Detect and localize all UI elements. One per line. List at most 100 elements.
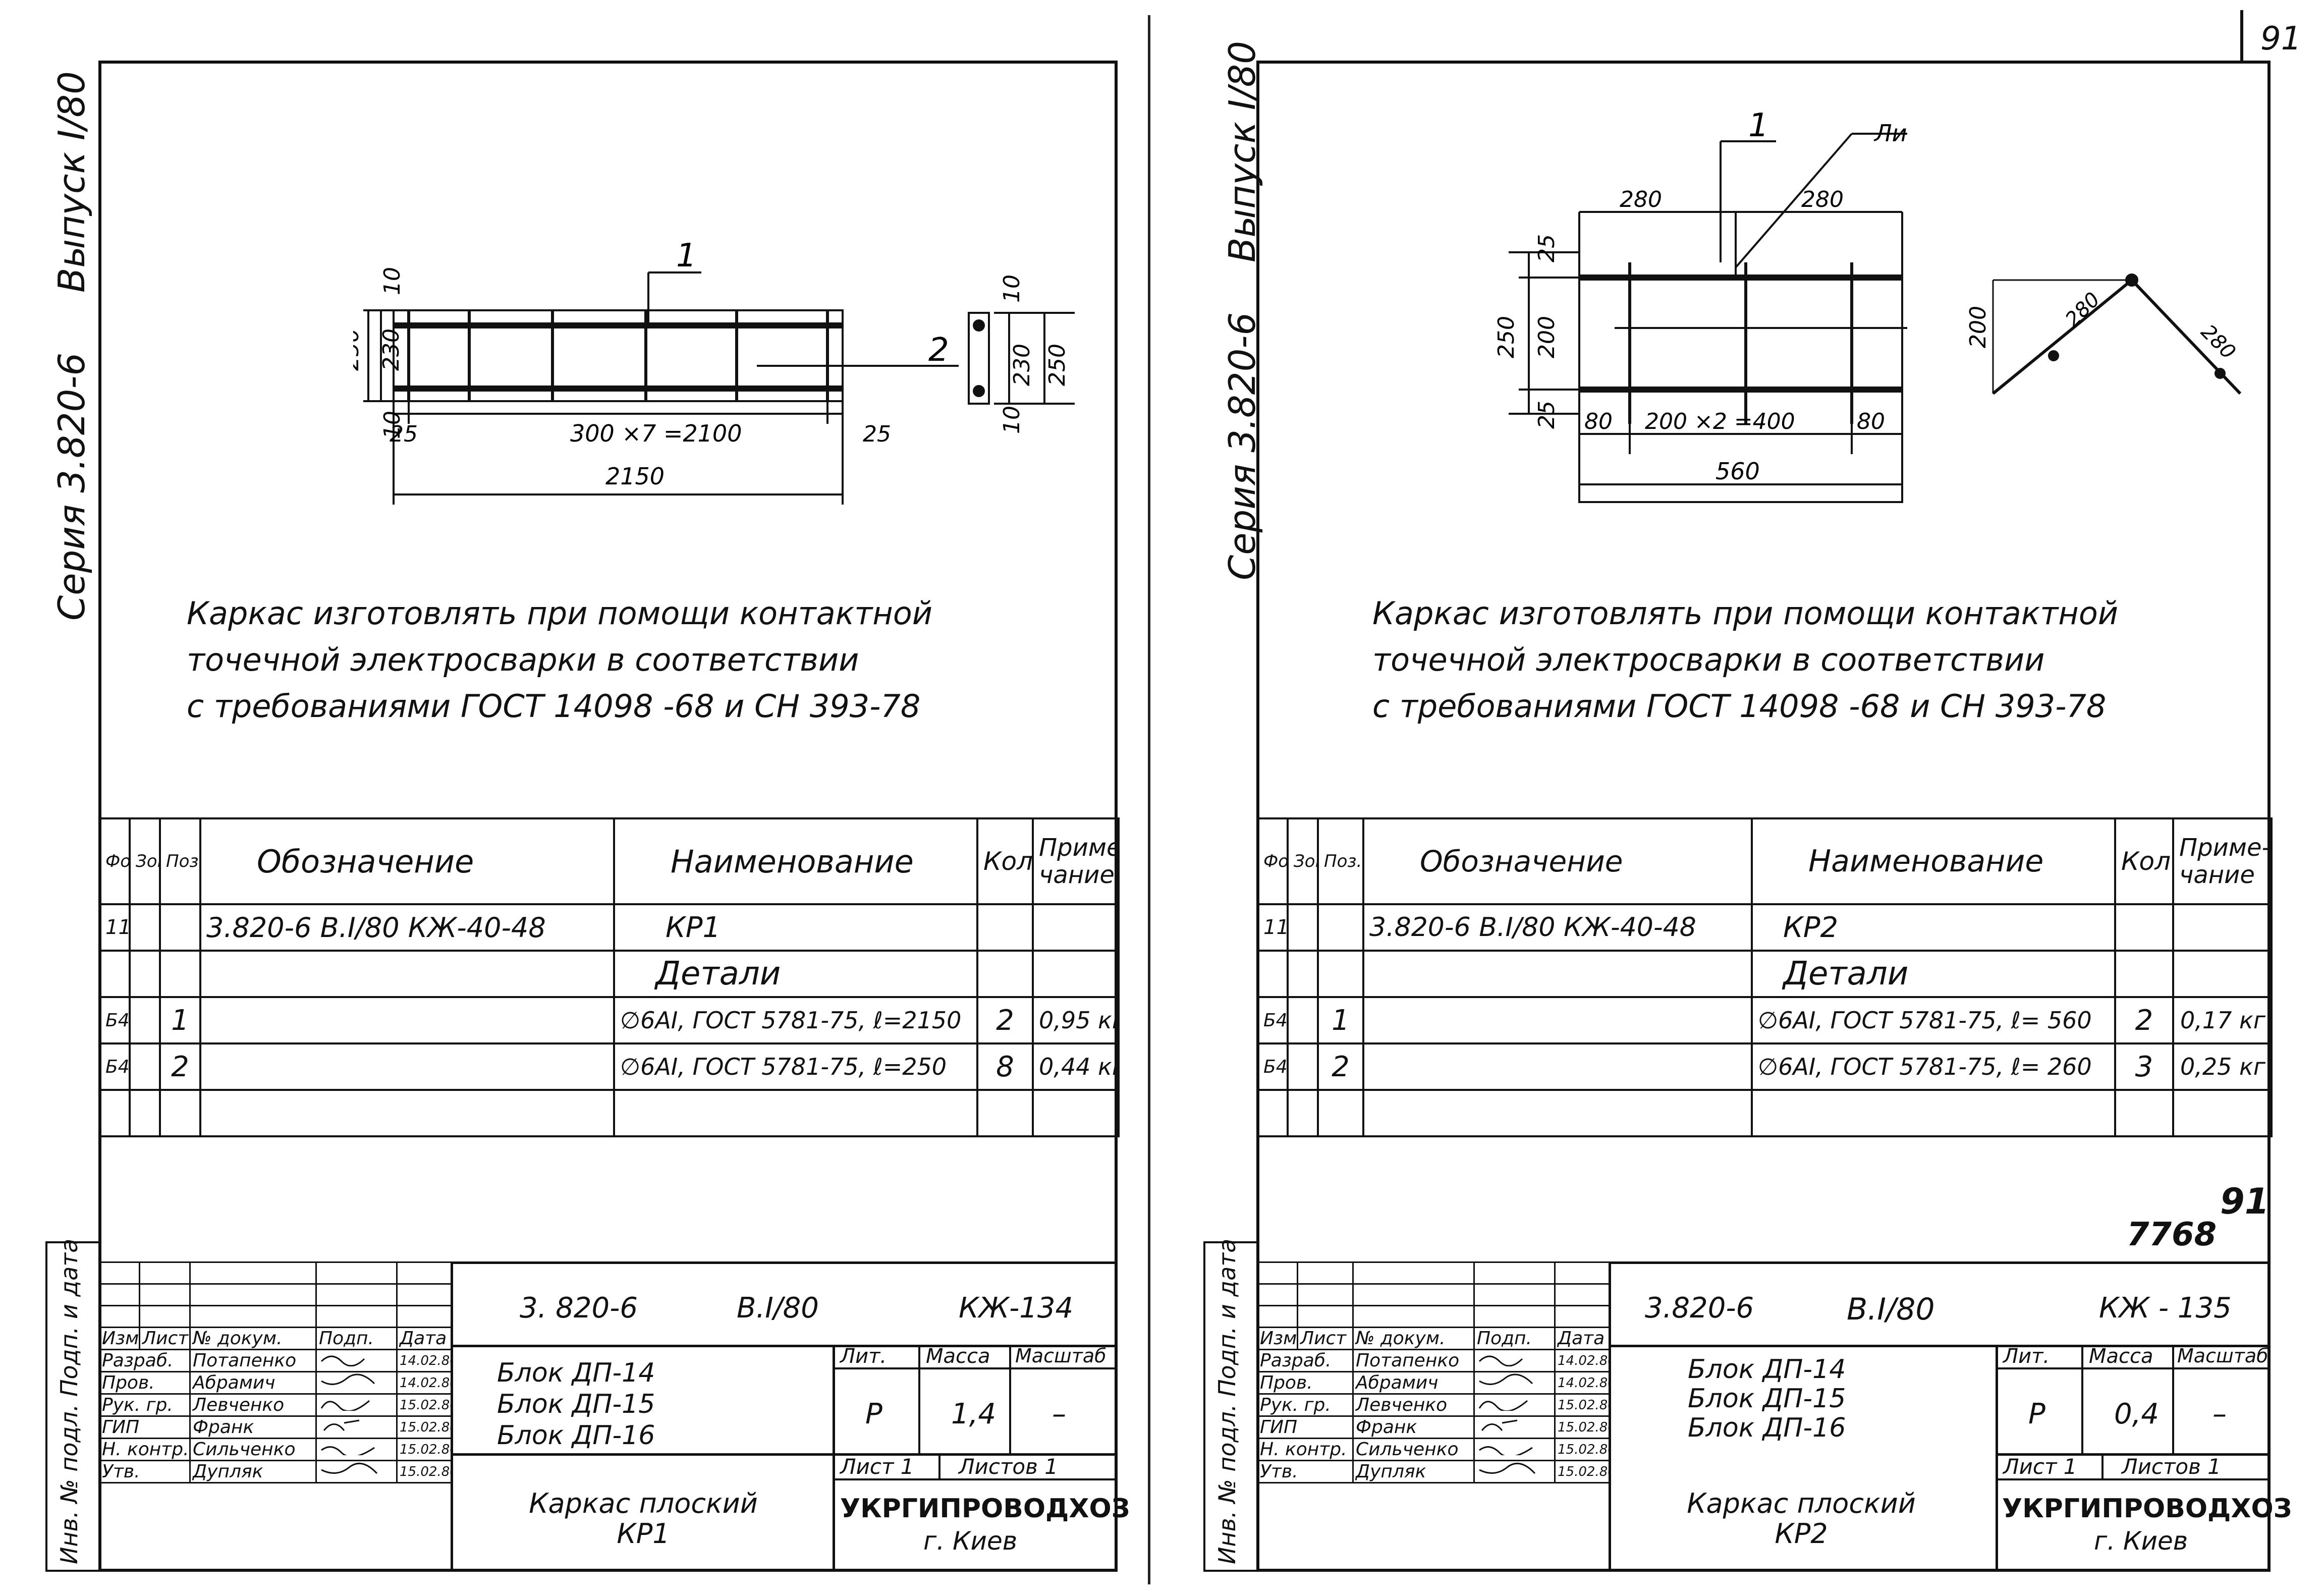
left-spec-row-2: Детали <box>98 950 1120 998</box>
right-r3-c2 <box>1287 996 1319 1044</box>
right-hdr-designation: Обозначение <box>1362 817 1753 905</box>
left-r5-c5 <box>613 1089 978 1137</box>
right-spec-header-row: Формат Зона Поз. Обозначение Наименовани… <box>1256 817 2273 905</box>
right-bent-section-drawing: 200 280 280 <box>1968 273 2242 395</box>
left-r5-c7 <box>1032 1089 1120 1137</box>
right-r2-c1 <box>1256 950 1289 998</box>
right-hdr-zone: Зона <box>1287 817 1319 905</box>
right-r3-c3: 1 <box>1317 996 1364 1044</box>
left-pos-label-2: 2 <box>928 332 949 369</box>
left-p4-role: ГИП <box>98 1415 191 1439</box>
left-r1-c6 <box>976 903 1034 952</box>
right-bent-280-a: 280 <box>2061 288 2105 332</box>
right-stamp-title-box <box>1609 1261 2271 1572</box>
left-dim-250: 250 <box>353 328 364 371</box>
left-stamp-person-4: ГИП Франк 15.02.80 <box>98 1415 453 1439</box>
left-r3-c6: 2 <box>976 996 1034 1044</box>
right-r2-c2 <box>1287 950 1319 998</box>
left-r1-c5: КР1 <box>613 903 978 952</box>
left-spec-row-3: Б4 1 ∅6АI, ГОСТ 5781-75, ℓ=2150 2 0,95 к… <box>98 996 1120 1044</box>
left-stamp-title-1: Каркас плоский <box>529 1488 758 1519</box>
right-p5-signature <box>1473 1438 1556 1461</box>
right-dim-250: 250 <box>1493 316 1519 358</box>
left-stamp-blocks: Блок ДП-14 Блок ДП-15 Блок ДП-16 <box>497 1357 655 1451</box>
right-p5-role: Н. контр. <box>1256 1438 1354 1461</box>
left-r3-c2 <box>129 996 161 1044</box>
right-r5-c4 <box>1362 1089 1753 1137</box>
right-p3-signature <box>1473 1393 1556 1417</box>
left-r2-c7 <box>1032 950 1120 998</box>
right-spec-row-2: Детали <box>1256 950 2273 998</box>
left-stamp-scale-label: Масштаб <box>1015 1345 1106 1367</box>
left-note: Каркас изготовлять при помощи контактной… <box>187 590 932 730</box>
right-stamp-org: УКРГИПРОВОДХОЗ <box>2002 1494 2292 1524</box>
left-hdr-designation: Обозначение <box>199 817 615 905</box>
right-stamp-h-list: Лист <box>1297 1327 1354 1350</box>
right-frame-drawing: 280 280 1 2 25 200 250 25 80 200 ×2 =400… <box>1493 111 1907 503</box>
left-p3-date: 15.02.80 <box>396 1393 453 1417</box>
left-p5-date: 15.02.80 <box>396 1438 453 1461</box>
right-dim-spacing: 200 ×2 =400 <box>1645 409 1795 434</box>
left-stamp-doc-issue: В.I/80 <box>737 1292 819 1325</box>
right-spec-row-5 <box>1256 1089 2273 1137</box>
left-stamp-person-1: Разраб. Потапенко 14.02.80 <box>98 1349 453 1372</box>
right-stamp-hline-3 <box>1996 1367 2271 1369</box>
left-stamp-block-2: Блок ДП-15 <box>497 1389 655 1419</box>
right-r2-c5: Детали <box>1751 950 2116 998</box>
left-stamp-h-sign: Подп. <box>315 1327 398 1350</box>
left-p3-name: Левченко <box>189 1393 317 1417</box>
left-p6-name: Дупляк <box>189 1460 317 1483</box>
left-frame-drawing: 10 230 250 10 1 2 25 300 ×7 =2100 25 215… <box>353 242 959 505</box>
left-r2-c4 <box>199 950 615 998</box>
right-r5-c7 <box>2172 1089 2273 1137</box>
right-p6-name: Дупляк <box>1352 1460 1475 1483</box>
right-p3-date: 15.02.80 <box>1554 1393 1611 1417</box>
right-r3-c4 <box>1362 996 1753 1044</box>
right-stamp-person-2: Пров. Абрамич 14.02.80 <box>1256 1371 1611 1395</box>
left-p2-signature <box>315 1371 398 1395</box>
left-p5-role: Н. контр. <box>98 1438 191 1461</box>
right-p5-name: Сильченко <box>1352 1438 1475 1461</box>
left-r1-c4: 3.820-6 В.I/80 КЖ-40-48 <box>199 903 615 952</box>
left-dim-10-top: 10 <box>379 267 405 295</box>
left-stamp-mass-label: Масса <box>926 1345 990 1368</box>
right-note-line-3: с требованиями ГОСТ 14098 -68 и СН 393-7… <box>1372 688 2107 725</box>
right-stamp-hline-4 <box>1996 1478 2271 1480</box>
right-r2-c4 <box>1362 950 1753 998</box>
right-dim-80-right: 80 <box>1857 409 1885 434</box>
right-stamp-people: Изм. Лист № докум. Подп. Дата Разраб. По… <box>1256 1261 1611 1483</box>
left-stamp-org: УКРГИПРОВОДХОЗ <box>840 1494 1130 1524</box>
right-pos-label-1: 1 <box>1748 111 1769 144</box>
left-r5-c2 <box>129 1089 161 1137</box>
right-p3-role: Рук. гр. <box>1256 1393 1354 1417</box>
left-stamp-h-date: Дата <box>396 1327 453 1350</box>
right-stamp-person-3: Рук. гр. Левченко 15.02.80 <box>1256 1393 1611 1417</box>
left-r3-c7: 0,95 кг <box>1032 996 1120 1044</box>
left-stamp-scale: – <box>1052 1398 1066 1430</box>
right-stamp-vline-lit <box>1996 1345 1998 1572</box>
right-r5-c5 <box>1751 1089 2116 1137</box>
left-stamp-block-1: Блок ДП-14 <box>497 1358 655 1388</box>
left-spec-header-row: Формат Зона Поз. Обозначение Наименовани… <box>98 817 1120 905</box>
right-r1-c5: КР2 <box>1751 903 2116 952</box>
left-r3-c4 <box>199 996 615 1044</box>
right-stamp-vline-mass <box>2081 1345 2083 1453</box>
left-sec-230: 230 <box>1009 344 1035 386</box>
right-hdr-format: Формат <box>1256 817 1289 905</box>
right-stamp-mass-label: Масса <box>2089 1345 2153 1368</box>
left-p4-date: 15.02.80 <box>396 1415 453 1439</box>
left-stamp-h-doc: № докум. <box>189 1327 317 1350</box>
left-p3-signature <box>315 1393 398 1417</box>
left-p3-role: Рук. гр. <box>98 1393 191 1417</box>
left-p4-signature <box>315 1415 398 1439</box>
left-dim-spacing: 300 ×7 =2100 <box>570 420 742 447</box>
left-stamp-vline-lit <box>833 1345 835 1572</box>
right-p1-name: Потапенко <box>1352 1349 1475 1372</box>
left-spec-row-5 <box>98 1089 1120 1137</box>
right-stamp-doc-sheet: КЖ - 135 <box>2099 1292 2232 1325</box>
left-p5-signature <box>315 1438 398 1461</box>
right-p4-signature <box>1473 1415 1556 1439</box>
right-p4-name: Франк <box>1352 1415 1475 1439</box>
right-stamp-person-6: Утв. Дупляк 15.02.80 <box>1256 1460 1611 1483</box>
right-r1-c3 <box>1317 903 1364 952</box>
